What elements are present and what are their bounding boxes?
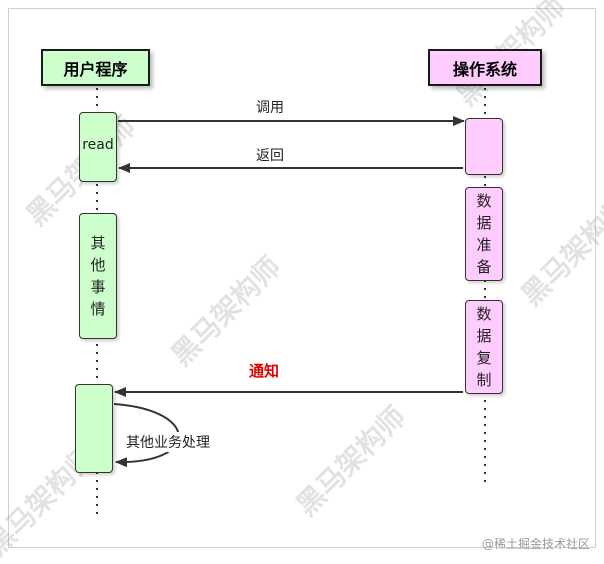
- self-call-label: 其他业务处理: [126, 432, 210, 452]
- read-label: read: [82, 137, 114, 153]
- copy-char: 数: [476, 305, 492, 323]
- return-label: 返回: [256, 148, 284, 164]
- other-things-activation: 其 他 事 情: [79, 213, 117, 339]
- other-char: 事: [90, 278, 106, 296]
- data-prepare-activation: 数 据 准 备: [465, 187, 503, 281]
- prepare-char: 数: [476, 192, 492, 210]
- copy-char: 制: [476, 371, 492, 389]
- data-copy-activation: 数 据 复 制: [465, 300, 503, 394]
- call-label: 调用: [256, 100, 284, 116]
- other-char: 情: [90, 300, 106, 318]
- os-actor: 操作系统: [428, 49, 542, 86]
- notify-activation: [75, 384, 113, 473]
- copy-char: 据: [476, 327, 492, 345]
- notify-label: 通知: [249, 362, 280, 380]
- other-char: 他: [90, 256, 106, 274]
- user-program-actor: 用户程序: [41, 49, 150, 86]
- other-char: 其: [90, 234, 106, 252]
- prepare-char: 备: [476, 258, 492, 276]
- os-call-activation: [465, 118, 503, 175]
- prepare-char: 准: [476, 236, 492, 254]
- read-activation: read: [79, 112, 117, 182]
- prepare-char: 据: [476, 214, 492, 232]
- credit-text: @稀土掘金技术社区: [481, 537, 590, 551]
- copy-char: 复: [476, 349, 492, 367]
